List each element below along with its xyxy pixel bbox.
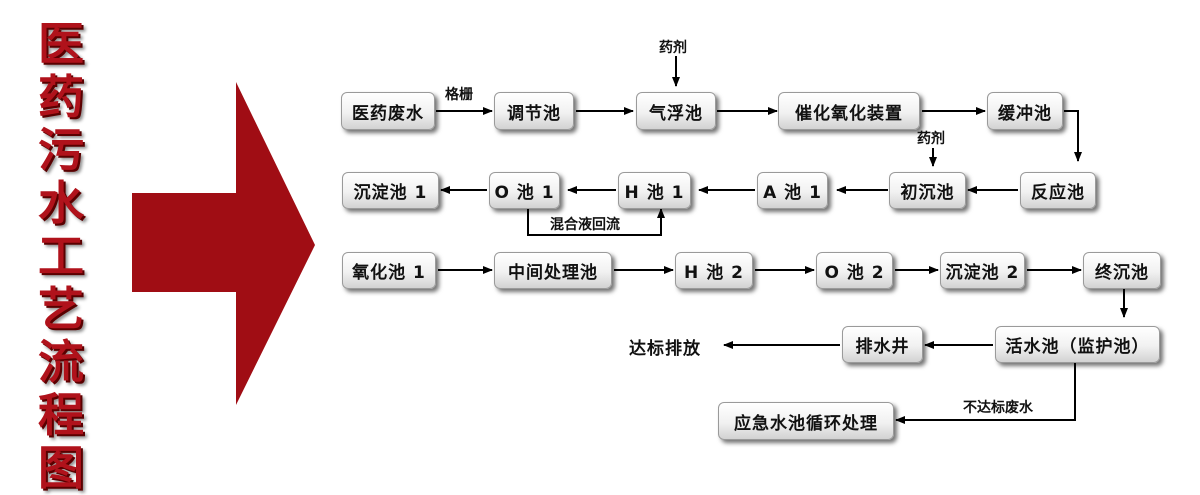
node-primary-settling: 初沉池 (889, 172, 966, 209)
node-a-tank-1: A 池 1 (757, 172, 828, 209)
flow-connectors (132, 56, 1128, 424)
arrow-n5-n6 (1064, 110, 1082, 162)
title-char: 医 (38, 17, 84, 71)
title-char: 艺 (38, 282, 84, 336)
title-char: 工 (38, 229, 84, 283)
node-pharma-wastewater: 医药废水 (341, 92, 435, 130)
arrow-reflux (527, 207, 665, 236)
node-h-tank-2: H 池 2 (675, 252, 753, 289)
label-substandard: 不达标废水 (963, 400, 1033, 416)
node-h-tank-1: H 池 1 (618, 172, 691, 209)
node-monitoring-pool: 活水池（监护池） (995, 326, 1160, 363)
label-reagent-top: 药剂 (659, 40, 687, 56)
title-char: 水 (38, 176, 84, 230)
node-reaction-tank: 反应池 (1020, 172, 1096, 209)
label-reagent-mid: 药剂 (917, 131, 945, 147)
node-sedimentation-1: 沉淀池 1 (342, 172, 439, 209)
node-drain-well: 排水井 (842, 326, 923, 363)
label-discharge: 达标排放 (629, 339, 701, 359)
label-grille: 格栅 (445, 87, 473, 103)
title-char: 污 (38, 123, 84, 177)
node-buffer-tank: 缓冲池 (987, 92, 1063, 130)
label-reflux: 混合液回流 (550, 217, 620, 233)
node-flotation-tank: 气浮池 (636, 92, 716, 130)
node-sedimentation-2: 沉淀池 2 (940, 252, 1025, 289)
title-char: 图 (38, 441, 84, 495)
node-emergency-pool: 应急水池循环处理 (718, 402, 894, 440)
node-final-settling: 终沉池 (1083, 252, 1161, 289)
vertical-title: 医 药 污 水 工 艺 流 程 图 (26, 18, 96, 495)
node-intermediate-tank: 中间处理池 (494, 252, 612, 289)
node-oxidation-tank-1: 氧化池 1 (342, 252, 436, 289)
big-red-arrow (132, 82, 315, 405)
node-o-tank-2: O 池 2 (816, 252, 893, 289)
title-char: 药 (38, 70, 84, 124)
node-regulating-tank: 调节池 (494, 92, 574, 130)
title-char: 程 (38, 388, 84, 442)
title-char: 流 (38, 335, 84, 389)
node-o-tank-1: O 池 1 (489, 172, 560, 209)
arrow-substandard (895, 363, 1076, 424)
node-catalytic-oxidation: 催化氧化装置 (778, 92, 920, 130)
